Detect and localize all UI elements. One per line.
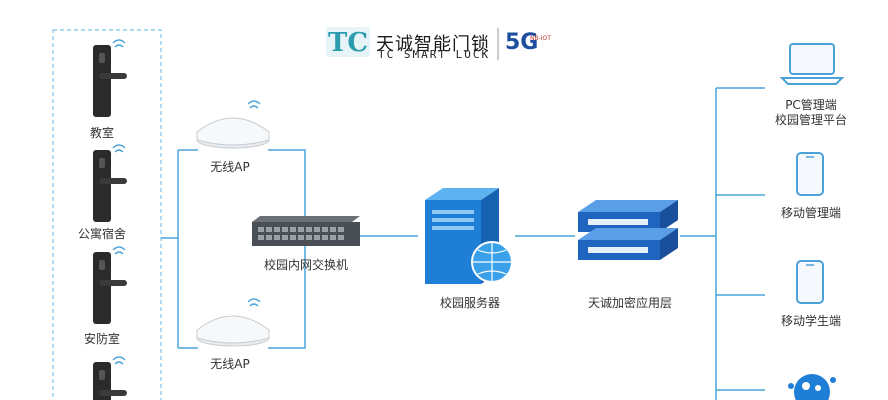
server-device [425, 188, 513, 284]
endpoint-mobile-admin-label: 移动管理端 [780, 206, 841, 220]
smartphone-icon [796, 260, 824, 304]
lock-label-dormitory: 公寓宿舍 [77, 227, 126, 241]
endpoint-pc-sublabel: 校园管理平台 [774, 113, 847, 127]
wifi-icon [112, 356, 126, 365]
wifi-icon [247, 298, 261, 307]
lock-device [93, 39, 127, 117]
server-label: 校园服务器 [439, 296, 500, 310]
lock-label-security-room: 安防室 [83, 332, 120, 346]
lock-device [93, 144, 127, 222]
brand-logo-mark: TC [326, 27, 370, 58]
wifi-icon [112, 246, 126, 255]
brand-logo-letters: TC [328, 28, 368, 58]
brand-en-name: TC SMART LOCK [378, 48, 491, 61]
network-badge: 5G [505, 30, 539, 55]
brand-cn-name: 天诚智能门锁 [376, 34, 490, 55]
endpoint-pc-label: PC管理端 [785, 98, 837, 112]
encryption-label: 天诚加密应用层 [587, 296, 672, 310]
ap-label-top: 无线AP [210, 160, 250, 174]
wifi-icon [247, 100, 261, 109]
access-point-device [196, 298, 270, 347]
connection-lines [161, 87, 765, 400]
access-point-device [196, 100, 270, 149]
lock-label-classroom: 教室 [89, 126, 114, 140]
locks-group-border [52, 29, 162, 400]
cloud-users-icon [788, 374, 836, 400]
lock-device [93, 356, 127, 400]
endpoint-mobile-student-label: 移动学生端 [780, 314, 841, 328]
ap-label-bottom: 无线AP [210, 357, 250, 371]
wifi-icon [112, 39, 126, 48]
wifi-icon [112, 144, 126, 153]
smartphone-icon [796, 152, 824, 196]
encryption-device [578, 200, 678, 260]
network-sub-badge: NB-IOT [530, 35, 551, 42]
network-switch-device [252, 216, 360, 246]
laptop-icon [779, 43, 845, 85]
lock-device [93, 246, 127, 324]
switch-label: 校园内网交换机 [263, 258, 348, 272]
